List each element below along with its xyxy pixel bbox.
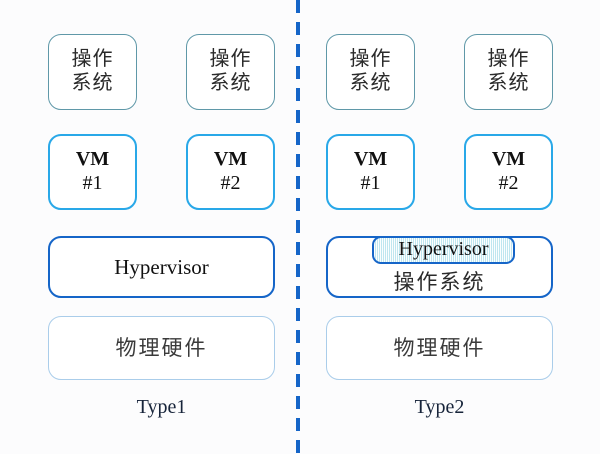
hypervisor-label: Hypervisor [398,238,489,261]
type1-vm-box-1[interactable]: VM #1 [48,134,137,210]
type1-caption: Type1 [136,396,187,418]
type1-hypervisor-box[interactable]: Hypervisor [48,236,275,298]
os-label-line1: 操作 [487,48,530,71]
type2-vm-box-1[interactable]: VM #1 [326,134,415,210]
type1-physical-hardware-box[interactable]: 物理硬件 [48,316,275,380]
os-label-line2: 系统 [487,72,530,94]
vm-label-line1: VM [491,148,526,171]
os-label-line1: 操作 [209,48,252,71]
type2-vm-box-2[interactable]: VM #2 [464,134,553,210]
physical-hardware-label: 物理硬件 [393,335,486,360]
type2-nested-hypervisor-chip[interactable]: Hypervisor [372,236,515,264]
os-label-line2: 系统 [71,72,114,94]
type1-guest-os-box-2[interactable]: 操作 系统 [186,34,275,110]
vm-label-line2: #2 [498,172,519,194]
type1-guest-os-box-1[interactable]: 操作 系统 [48,34,137,110]
vm-label-line1: VM [75,148,110,171]
type2-guest-os-box-2[interactable]: 操作 系统 [464,34,553,110]
type2-caption: Type2 [414,396,465,418]
physical-hardware-label: 物理硬件 [115,335,208,360]
vm-label-line1: VM [213,148,248,171]
hypervisor-label: Hypervisor [114,254,209,279]
type2-guest-os-box-1[interactable]: 操作 系统 [326,34,415,110]
vm-label-line2: #2 [220,172,241,194]
vm-label-line1: VM [353,148,388,171]
os-label-line1: 操作 [349,48,392,71]
os-label-line2: 系统 [349,72,392,94]
type1-vm-box-2[interactable]: VM #2 [186,134,275,210]
type2-physical-hardware-box[interactable]: 物理硬件 [326,316,553,380]
vm-label-line2: #1 [360,172,381,194]
os-label-line1: 操作 [71,48,114,71]
os-label-line2: 系统 [209,72,252,94]
vertical-dashed-separator [296,0,300,454]
type2-host-os-label: 操作系统 [393,270,486,294]
vm-label-line2: #1 [82,172,103,194]
type2-host-os-box[interactable]: Hypervisor 操作系统 [326,236,553,298]
